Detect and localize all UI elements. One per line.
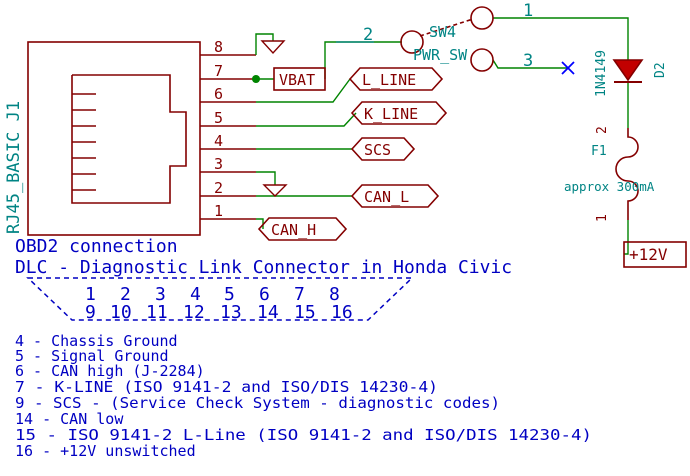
connector-pin-number: 8 (214, 38, 223, 56)
rj45-connector (27, 41, 256, 236)
diode-ref-label: D2 (653, 62, 668, 78)
plus12v-label-text: +12V (629, 245, 668, 264)
switch-pin-number: 2 (363, 25, 373, 45)
power-switch (400, 6, 494, 72)
pin-note: 5 - Signal Ground (15, 347, 169, 365)
switch-value-label: PWR_SW (413, 46, 468, 64)
switch-pin-number: 3 (523, 51, 533, 71)
fuse-pin-number: 2 (595, 126, 610, 134)
k-line-label: K_LINE (350, 101, 448, 125)
dlc-pin-row-bottom: 9 10 11 12 13 14 15 16 (85, 302, 353, 323)
can-l-label: CAN_L (350, 184, 440, 208)
connector-pin-number: 2 (214, 179, 223, 197)
dlc-pin: 10 (110, 302, 132, 323)
dlc-pin: 2 (120, 284, 131, 305)
l-line-label-text: L_LINE (362, 71, 416, 89)
connector-pin-number: 6 (214, 85, 223, 103)
can-h-label: CAN_H (257, 217, 348, 241)
connector-pin-numbers: 8 7 6 5 4 3 2 1 (214, 38, 223, 220)
scs-label-text: SCS (364, 141, 391, 159)
dlc-pin-row-top: 1 2 3 4 5 6 7 8 (85, 284, 340, 305)
dlc-pin: 1 (85, 284, 96, 305)
diode (612, 59, 644, 83)
connector-pin-number: 3 (214, 155, 223, 173)
diode-value-label: 1N4149 (594, 50, 609, 97)
wires (255, 17, 629, 255)
dlc-pin: 16 (331, 302, 353, 323)
dlc-pin: 9 (85, 302, 96, 323)
title-line-1: OBD2 connection (15, 236, 178, 257)
switch-pin-number: 1 (523, 1, 533, 21)
title-line-2: DLC - Diagnostic Link Connector in Honda… (15, 257, 512, 278)
connector-pin-number: 7 (214, 62, 223, 80)
connector-pin-number: 5 (214, 109, 223, 127)
connector-ref-label: RJ45_BASIC J1 (4, 101, 24, 234)
dlc-outline (26, 277, 414, 321)
connector-pin-number: 4 (214, 132, 223, 150)
fuse-pin-number: 1 (595, 214, 610, 222)
fuse (615, 128, 639, 220)
dlc-pin: 5 (224, 284, 235, 305)
dlc-pin: 4 (190, 284, 201, 305)
dlc-pin: 14 (257, 302, 279, 323)
fuse-value-label: approx 300mA (564, 179, 655, 194)
fuse-ref-label: F1 (591, 144, 607, 159)
can-h-label-text: CAN_H (271, 221, 316, 239)
k-line-label-text: K_LINE (364, 105, 418, 123)
dlc-pin: 15 (294, 302, 316, 323)
vbat-label: VBAT (273, 67, 326, 91)
dlc-pin: 13 (220, 302, 242, 323)
pin-note: 6 - CAN high (J-2284) (15, 362, 205, 380)
switch-ref-label: SW4 (429, 23, 456, 41)
l-line-label: L_LINE (348, 67, 444, 91)
no-connect-icon (561, 61, 575, 75)
dlc-pin: 3 (155, 284, 166, 305)
junction-dot (252, 75, 260, 83)
can-l-label-text: CAN_L (364, 188, 409, 206)
vbat-label-text: VBAT (279, 71, 315, 89)
pin-note: 14 - CAN low (15, 410, 124, 428)
pin-note: 7 - K-LINE (ISO 9141-2 and ISO/DIS 14230… (15, 378, 438, 396)
dlc-pin: 12 (183, 302, 205, 323)
ground-symbol-pin8 (260, 40, 286, 55)
scs-label: SCS (350, 137, 416, 161)
dlc-pin: 7 (294, 284, 305, 305)
dlc-pin: 11 (146, 302, 168, 323)
pin-note: 9 - SCS - (Service Check System - diagno… (15, 394, 500, 412)
pin-note: 16 - +12V unswitched (15, 442, 196, 460)
dlc-pin: 6 (259, 284, 270, 305)
plus12v-label: +12V (623, 241, 687, 268)
pin-note: 15 - ISO 9141-2 L-Line (ISO 9141-2 and I… (15, 426, 592, 444)
dlc-pin: 8 (329, 284, 340, 305)
pin-note: 4 - Chassis Ground (15, 332, 178, 350)
connector-pin-number: 1 (214, 202, 223, 220)
pin-notes: 4 - Chassis Ground 5 - Signal Ground 6 -… (15, 332, 592, 460)
ground-symbol-pin3 (262, 184, 288, 197)
